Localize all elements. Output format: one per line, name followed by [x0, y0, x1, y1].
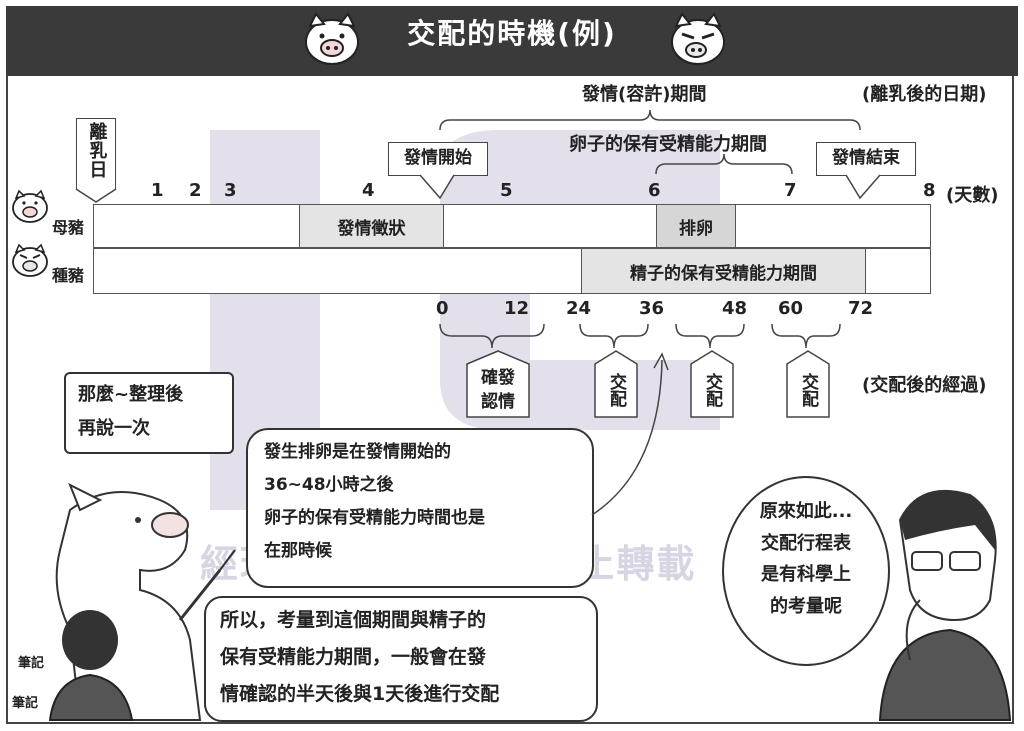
day-tick-6: 6: [648, 180, 661, 201]
estrus-start-label: 發情開始: [404, 148, 472, 168]
mate-tag-2-label: 交配: [702, 373, 722, 407]
days-unit-label: (天數): [946, 185, 999, 206]
sow-icon: [12, 189, 48, 223]
pig-intro-line-2: 再說一次: [78, 418, 150, 440]
explain-line-2: 36~48小時之後: [264, 475, 394, 496]
boar-icon: [12, 243, 48, 277]
content-frame: [6, 76, 1014, 724]
pig-intro-line-1: 那麼~整理後: [78, 384, 184, 405]
mate-tag-1-label: 交配: [606, 373, 626, 407]
conclusion-line-3: 情確認的半天後與1天後進行交配: [220, 683, 500, 706]
confirm-tag-shape: [466, 350, 530, 418]
sow-label: 母豬: [52, 218, 85, 237]
explain-bubble: 發生排卵是在發情開始的 36~48小時之後 卵子的保有受精能力時間也是 在那時候: [246, 428, 594, 588]
estrus-end-tag: 發情結束: [816, 142, 916, 176]
mate-tag-3-shape: [786, 350, 830, 418]
explain-arrow: [591, 352, 669, 516]
hour-tick-36: 36: [639, 298, 665, 319]
hour-tick-60: 60: [778, 298, 804, 319]
ovum-period-label: 卵子的保有受精能力期間: [569, 134, 767, 155]
thought-line-3: 是有科學上: [761, 564, 851, 585]
student-illustration: [48, 610, 134, 721]
date-axis-label: (離乳後的日期): [862, 84, 987, 105]
thought-line-1: 原來如此...: [759, 501, 853, 522]
day-tick-5: 5: [500, 180, 513, 201]
sperm-period-segment: 精子的保有受精能力期間: [581, 249, 866, 293]
man-illustration: [878, 489, 1012, 721]
mate-tag-3-label: 交配: [798, 373, 818, 407]
day-tick-8: 8: [923, 180, 936, 201]
hour-tick-24: 24: [566, 298, 592, 319]
explain-line-4: 在那時候: [264, 541, 332, 562]
sow-bar: 發情徵狀 排卵: [93, 204, 931, 248]
estrus-signs-label: 發情徵狀: [337, 218, 406, 239]
boar-label: 種豬: [52, 266, 85, 285]
estrus-end-label: 發情結束: [832, 148, 900, 168]
confirm-tag-label: 確發認情: [466, 366, 530, 414]
weaning-day-tag: 離乳日: [76, 118, 116, 190]
ovulation-label: 排卵: [679, 218, 713, 239]
hour-tick-48: 48: [722, 298, 748, 319]
boar-bar: 精子的保有受精能力期間: [93, 248, 931, 294]
thought-line-4: 的考量呢: [770, 595, 842, 617]
estrus-signs-segment: 發情徵狀: [299, 205, 444, 247]
man-thought-bubble: 原來如此... 交配行程表 是有科學上 的考量呢: [722, 476, 890, 666]
day-tick-4: 4: [362, 180, 375, 201]
hour-tick-12: 12: [504, 298, 530, 319]
sperm-period-label: 精子的保有受精能力期間: [630, 263, 817, 284]
conclusion-bubble: 所以，考量到這個期間與精子的 保有受精能力期間，一般會在發 情確認的半天後與1天…: [204, 596, 598, 722]
estrus-start-pointer: [419, 174, 455, 200]
weaning-day-pointer: [75, 188, 117, 203]
hour-tick-72: 72: [848, 298, 874, 319]
conclusion-line-1: 所以，考量到這個期間與精子的: [220, 609, 487, 631]
weaning-day-label: 離乳日: [86, 122, 108, 179]
pig-face-icon: [305, 12, 359, 65]
estrus-period-brace: [439, 109, 861, 131]
estrus-period-label: 發情(容許)期間: [582, 84, 707, 105]
pig-intro-bubble: 那麼~整理後 再說一次: [64, 372, 234, 454]
ovum-period-brace: [655, 153, 793, 175]
estrus-start-tag: 發情開始: [388, 142, 488, 176]
hour-tick-0: 0: [436, 298, 449, 319]
estrus-end-pointer: [845, 174, 881, 200]
boar-face-icon: [671, 12, 725, 65]
note-label-2: 筆記: [12, 696, 39, 711]
conclusion-line-2: 保有受精能力期間，一般會在發: [220, 646, 487, 669]
confirm-tag-text: 確發認情: [481, 368, 515, 412]
mate-tag-1-shape: [594, 350, 638, 418]
note-label-1: 筆記: [18, 656, 45, 671]
mate-tag-2-shape: [690, 350, 734, 418]
ovulation-segment: 排卵: [656, 205, 736, 247]
day-tick-1: 1: [151, 180, 164, 201]
hour-axis-label: (交配後的經過): [862, 375, 987, 396]
hour-braces: [439, 323, 841, 349]
explain-line-3: 卵子的保有受精能力時間也是: [264, 508, 485, 529]
day-tick-7: 7: [784, 180, 797, 201]
page-title: 交配的時機(例): [407, 17, 617, 50]
day-tick-2: 2: [189, 180, 202, 201]
title-bar: [6, 6, 1018, 76]
day-tick-3: 3: [224, 180, 237, 201]
thought-line-2: 交配行程表: [761, 532, 851, 554]
explain-line-1: 發生排卵是在發情開始的: [264, 442, 451, 462]
